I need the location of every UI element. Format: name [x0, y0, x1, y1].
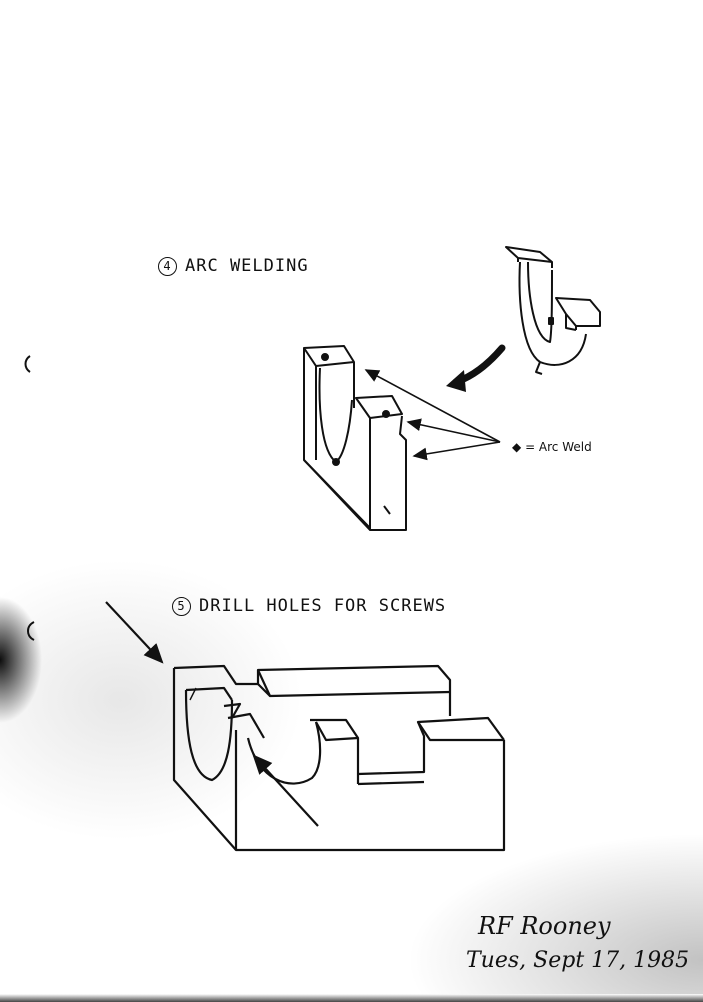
step-4-label: ARC WELDING [185, 256, 309, 276]
arc-weld-legend: ◆ = Arc Weld [512, 440, 592, 454]
drill-holes-part [172, 664, 506, 852]
u-channel-part [505, 246, 601, 375]
weld-symbol-icon: ◆ [512, 440, 522, 454]
drill-pointer-arrows [105, 601, 319, 827]
signature-name: RF Rooney [478, 912, 611, 940]
weld-pointer-arrows [364, 369, 501, 461]
signature-date: Tues, Sept 17, 1985 [466, 948, 690, 973]
step-4-title: 4 ARC WELDING [158, 256, 309, 276]
arc-weld-legend-text: = Arc Weld [525, 440, 592, 454]
step-5-number: 5 [172, 597, 191, 616]
assembly-arrow [446, 344, 506, 392]
step-4-number: 4 [158, 257, 177, 276]
step-5-title: 5 DRILL HOLES FOR SCREWS [172, 596, 446, 616]
step-5-label: DRILL HOLES FOR SCREWS [199, 596, 447, 616]
binder-marks [24, 355, 35, 641]
page-bottom-edge [0, 994, 703, 1002]
welded-block [303, 345, 407, 531]
